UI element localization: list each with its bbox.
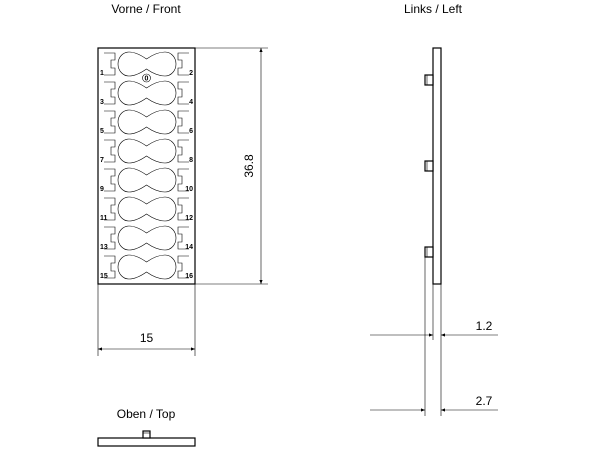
latch-slot-left (104, 226, 116, 250)
pin-label-right: 12 (185, 215, 193, 222)
center-marker-label: 0 (145, 76, 149, 83)
contact-row (104, 225, 189, 251)
latch-slot-right (177, 226, 189, 250)
pin-label-left: 13 (100, 244, 108, 251)
left-body-outline (432, 47, 442, 285)
latch-slot-right (177, 255, 189, 279)
contact-cavity (117, 167, 177, 193)
width-dimension: 15 (97, 284, 196, 356)
thickness-body-label: 1.2 (476, 319, 493, 333)
latch-slot-left (104, 168, 116, 192)
latch-slot-left (104, 81, 116, 105)
contact-cavity (117, 80, 177, 106)
front-body-outline (97, 47, 196, 285)
contact-row (104, 109, 189, 135)
thickness-total-label: 2.7 (476, 394, 493, 408)
left-view-title: Links / Left (404, 2, 463, 16)
left-view (424, 47, 442, 285)
contact-row (104, 51, 189, 77)
front-view-title: Vorne / Front (111, 2, 181, 16)
contact-cavity (117, 138, 177, 164)
contact-cavity (117, 196, 177, 222)
top-view-title: Oben / Top (117, 407, 176, 421)
left-pin-top (424, 74, 434, 86)
contact-row (104, 254, 189, 280)
latch-slot-right (177, 110, 189, 134)
latch-slot-right (177, 139, 189, 163)
latch-slot-right (177, 52, 189, 76)
latch-slot-left (104, 255, 116, 279)
pin-label-right: 16 (185, 273, 193, 280)
contact-row (104, 196, 189, 222)
height-dimension-label: 36.8 (242, 154, 256, 178)
left-pin-middle (424, 160, 434, 172)
latch-slot-left (104, 139, 116, 163)
thickness-body-dimension: 1.2 (370, 284, 498, 340)
contact-cavity (117, 225, 177, 251)
pin-label-left: 3 (100, 99, 104, 106)
width-dimension-label: 15 (140, 331, 154, 345)
contact-cavity (117, 254, 177, 280)
center-marker-circle (142, 73, 151, 83)
latch-slot-left (104, 197, 116, 221)
top-pin (142, 430, 151, 439)
contact-cavity (117, 109, 177, 135)
pin-label-right: 8 (189, 157, 193, 164)
pin-label-right: 6 (189, 128, 193, 135)
contact-row (104, 167, 189, 193)
pin-label-right: 4 (189, 99, 193, 106)
thickness-total-dimension: 2.7 (370, 257, 498, 416)
pin-label-left: 9 (100, 186, 104, 193)
latch-slot-left (104, 52, 116, 76)
pin-label-left: 1 (100, 70, 104, 77)
left-pin-bottom (424, 246, 434, 258)
latch-slot-right (177, 81, 189, 105)
pin-label-right: 14 (185, 244, 193, 251)
pin-label-left: 5 (100, 128, 104, 135)
height-dimension: 36.8 (195, 47, 268, 285)
contact-row (104, 138, 189, 164)
latch-slot-right (177, 168, 189, 192)
top-view (97, 430, 196, 447)
pin-label-left: 15 (100, 273, 108, 280)
pin-label-left: 11 (100, 215, 108, 222)
pin-label-left: 7 (100, 157, 104, 164)
latch-slot-right (177, 197, 189, 221)
pin-label-right: 2 (189, 70, 193, 77)
pin-label-right: 10 (185, 186, 193, 193)
contact-row (104, 80, 189, 106)
latch-slot-left (104, 110, 116, 134)
top-body-outline (97, 437, 196, 447)
contact-cavity (117, 51, 177, 77)
